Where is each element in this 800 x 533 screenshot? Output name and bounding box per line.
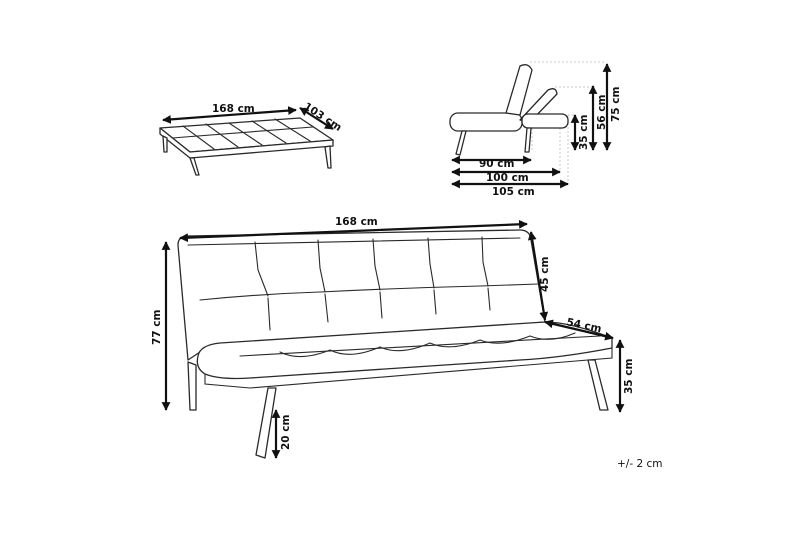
flat-bed-view: 168 cm 103 cm: [159, 100, 344, 176]
side-view: 90 cm 100 cm 105 cm 35 cm 56 cm 75 cm: [449, 61, 622, 198]
bed-width-label: 168 cm: [212, 103, 255, 115]
sofa-width-label: 168 cm: [335, 216, 378, 228]
leg-height-label: 20 cm: [280, 415, 292, 450]
tolerance-note: +/- 2 cm: [617, 458, 662, 470]
sofa-front-view: 168 cm 45 cm 54 cm 77 cm 35 cm 20 cm: [151, 216, 635, 459]
side-105-label: 105 cm: [492, 186, 535, 198]
side-100-label: 100 cm: [486, 172, 529, 184]
total-height-label: 77 cm: [151, 310, 163, 345]
bed-depth-arrow: [299, 107, 334, 130]
side-35-label: 35 cm: [578, 115, 590, 150]
sofa-width-arrow: [179, 219, 528, 243]
bed-width-arrow: [162, 106, 297, 124]
side-90-label: 90 cm: [479, 158, 514, 170]
seat-height-label: 35 cm: [623, 359, 635, 394]
side-75-label: 75 cm: [610, 87, 622, 122]
back-height-label: 45 cm: [539, 257, 551, 292]
